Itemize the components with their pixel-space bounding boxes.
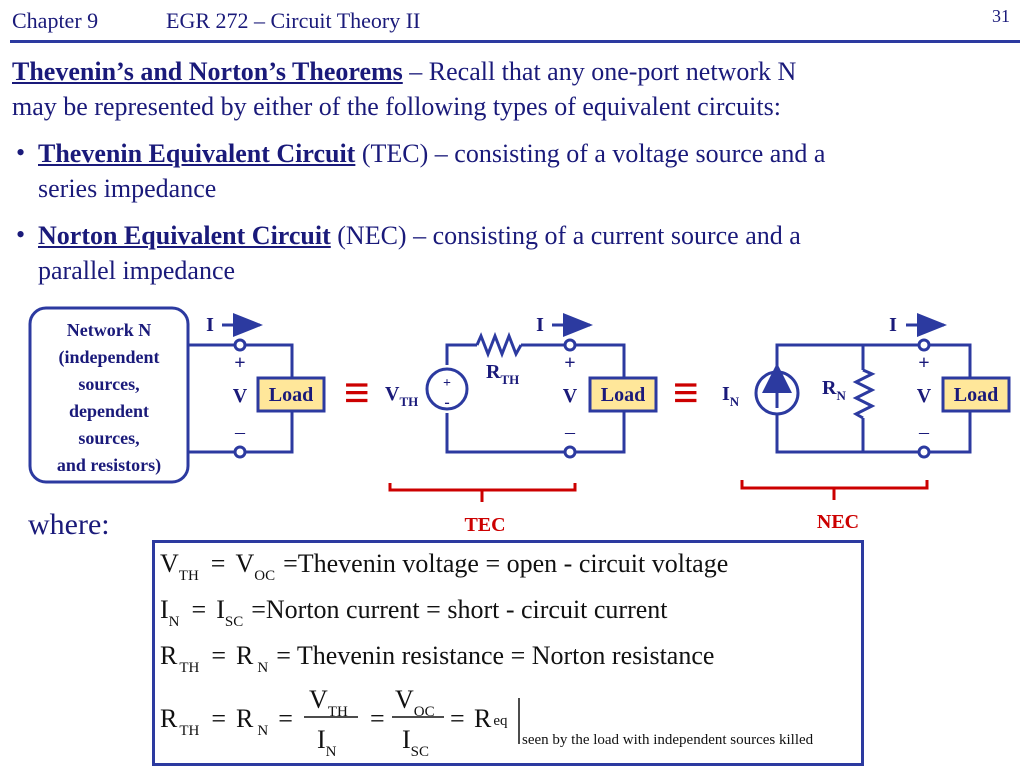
frac2-numerator: VOC xyxy=(395,685,435,720)
tec-load-label: Load xyxy=(601,384,645,406)
bullet-tec-term: Thevenin Equivalent Circuit xyxy=(38,139,356,168)
nec-label: NEC xyxy=(817,511,859,533)
norton-circuit: IN RN I + V – Load xyxy=(722,313,1011,459)
nec-wires xyxy=(775,343,972,454)
network-wires xyxy=(188,343,294,454)
equivalent-circuits-diagram: Network N (independent sources, dependen… xyxy=(28,306,1011,536)
vth-label: VTH xyxy=(385,383,418,409)
bullet-nec-text: (NEC) – consisting of a current source a… xyxy=(330,221,801,250)
tec-load-box xyxy=(588,376,658,413)
eq2: IN=ISC=Norton current = short - circuit … xyxy=(160,595,668,630)
nec-minus-sign: – xyxy=(918,421,930,443)
tec-current-label: I xyxy=(536,314,544,336)
nec-terminal-top xyxy=(917,338,931,352)
nec-v-label: V xyxy=(917,385,932,407)
bullet-nec-term: Norton Equivalent Circuit xyxy=(38,221,331,250)
course-title: EGR 272 – Circuit Theory II xyxy=(166,8,421,33)
where-label: where: xyxy=(28,508,110,541)
equations-box xyxy=(152,540,864,766)
thevenin-circuit: + - VTH RTH I + V – Load xyxy=(385,313,658,459)
intro-paragraph: Thevenin’s and Norton’s Theorems – Recal… xyxy=(12,54,1012,124)
load-label: Load xyxy=(269,384,313,406)
bullet-tec-text: (TEC) – consisting of a voltage source a… xyxy=(355,139,826,168)
tec-resistor xyxy=(475,331,523,359)
intro-title: Thevenin’s and Norton’s Theorems xyxy=(12,57,403,86)
network-line-4: dependent xyxy=(69,401,149,421)
frac2-denominator: ISC xyxy=(402,725,429,760)
current-label: I xyxy=(206,314,214,336)
frac1-denominator: IN xyxy=(317,725,337,760)
tec-plus-sign: + xyxy=(564,352,575,374)
network-n-circuit: Network N (independent sources, dependen… xyxy=(28,306,326,484)
nec-load-label: Load xyxy=(954,384,998,406)
header-rule xyxy=(10,40,1020,43)
network-line-6: and resistors) xyxy=(57,455,161,476)
network-line-2: (independent xyxy=(58,347,159,368)
plus-sign: + xyxy=(234,352,245,374)
nec-brace xyxy=(740,480,929,500)
equivalence-symbol-1: ≡ xyxy=(344,367,370,418)
intro-text-2: may be represented by either of the foll… xyxy=(12,92,781,121)
nec-load-box xyxy=(941,376,1011,413)
bullet-marker-1: • xyxy=(16,138,26,167)
nec-plus-sign: + xyxy=(918,352,929,374)
terminal-top xyxy=(233,338,247,352)
tec-brace xyxy=(388,483,577,502)
v-label: V xyxy=(233,385,248,407)
eq4-equals-2: = xyxy=(370,704,385,733)
network-n-box xyxy=(28,306,190,484)
tec-minus-sign: – xyxy=(564,421,576,443)
network-line-1: Network N xyxy=(67,320,151,340)
in-label: IN xyxy=(722,383,740,409)
tec-terminal-bottom xyxy=(563,445,577,459)
source-plus: + xyxy=(443,376,451,391)
bullet-nec-line2: parallel impedance xyxy=(38,256,236,285)
page-number: 31 xyxy=(992,6,1010,26)
source-minus: - xyxy=(444,394,449,411)
load-box xyxy=(256,376,326,413)
equivalence-symbol-2: ≡ xyxy=(673,367,699,418)
eq4-condition: seen by the load with independent source… xyxy=(522,732,814,748)
voltage-source xyxy=(425,367,469,411)
intro-text-1: – Recall that any one-port network N xyxy=(402,57,797,86)
tec-label: TEC xyxy=(464,514,505,536)
eq1: VTH=VOC=Thevenin voltage = open - circui… xyxy=(160,549,728,584)
network-line-5: sources, xyxy=(78,428,139,448)
tec-wires xyxy=(445,343,626,454)
frac1-numerator: VTH xyxy=(309,685,348,720)
tec-v-label: V xyxy=(563,385,578,407)
network-line-3: sources, xyxy=(78,374,139,394)
rn-label: RN xyxy=(822,377,846,403)
rth-label: RTH xyxy=(486,361,519,387)
nec-current-label: I xyxy=(889,314,897,336)
minus-sign: – xyxy=(234,421,246,443)
equations-svg: VTH=VOC=Thevenin voltage = open - circui… xyxy=(160,549,814,760)
terminal-bottom xyxy=(233,445,247,459)
bullet-tec: Thevenin Equivalent Circuit (TEC) – cons… xyxy=(38,136,1008,206)
bullet-tec-line2: series impedance xyxy=(38,174,217,203)
nec-resistor xyxy=(852,368,876,420)
chapter-label: Chapter 9 xyxy=(12,8,99,33)
bullet-marker-2: • xyxy=(16,220,26,249)
tec-terminal-top xyxy=(563,338,577,352)
nec-terminal-bottom xyxy=(917,445,931,459)
eq4-equals-3: = xyxy=(450,704,465,733)
bullet-nec: Norton Equivalent Circuit (NEC) – consis… xyxy=(38,218,1008,288)
